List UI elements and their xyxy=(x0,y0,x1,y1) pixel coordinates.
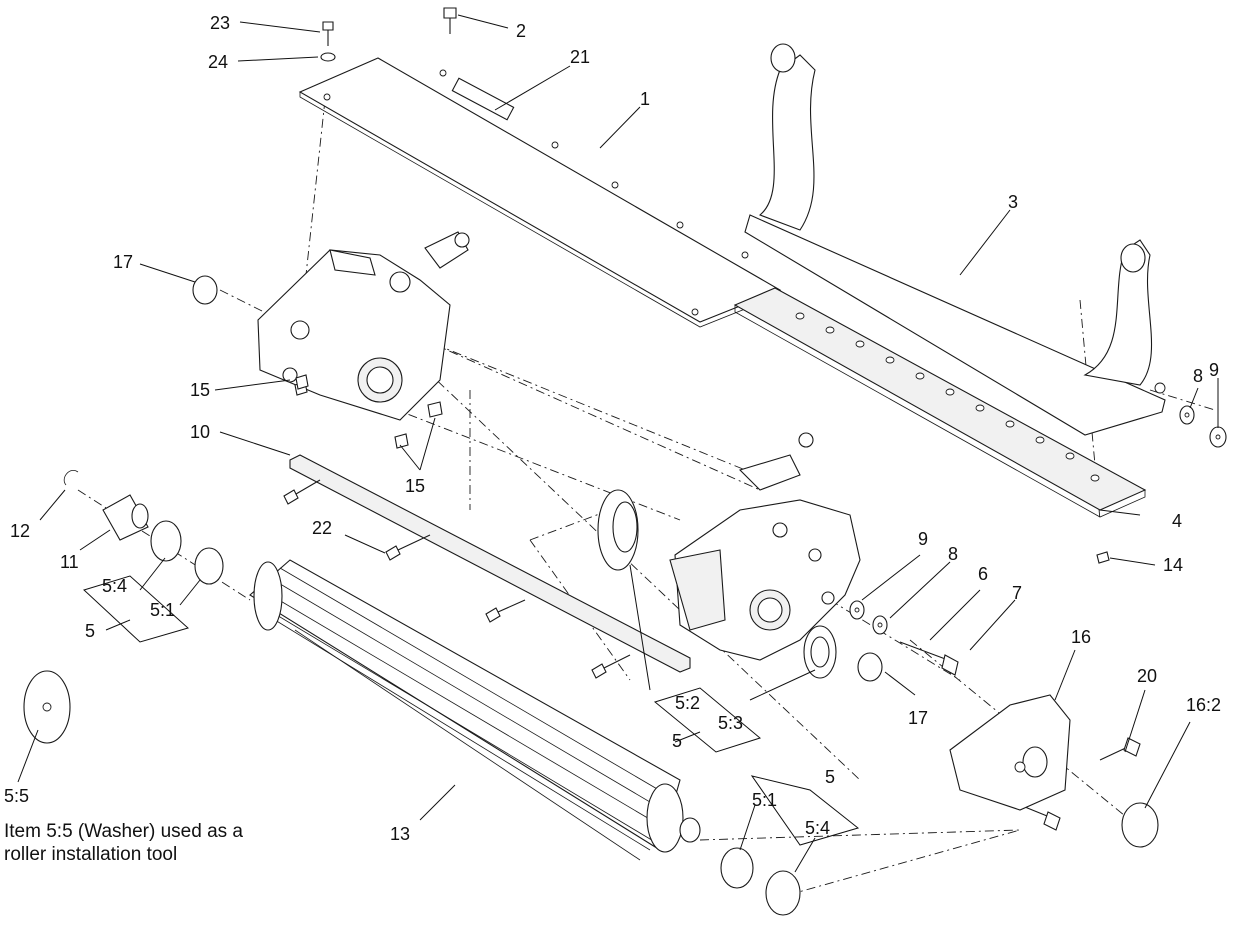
roller-components xyxy=(63,470,1159,916)
callout-7: 7 xyxy=(1012,583,1022,603)
callout-16-2: 16:2 xyxy=(1186,695,1221,715)
callout-11: 11 xyxy=(60,552,79,572)
callout-9-right: 9 xyxy=(918,529,928,549)
callout-5-5: 5:5 xyxy=(4,786,29,806)
installation-note: Item 5:5 (Washer) used as a roller insta… xyxy=(4,820,304,866)
callout-16: 16 xyxy=(1071,627,1091,647)
bedknife xyxy=(289,454,691,673)
callout-10: 10 xyxy=(190,422,210,442)
callout-8-right: 8 xyxy=(948,544,958,564)
left-side-plate xyxy=(257,231,470,421)
leader-lines xyxy=(17,14,1219,873)
note-line-1: Item 5:5 (Washer) used as a xyxy=(4,821,244,842)
callout-20: 20 xyxy=(1137,666,1157,686)
callout-5-mid: 5 xyxy=(672,731,682,751)
right-side-plate xyxy=(669,432,861,661)
callout-15: 15 xyxy=(190,380,210,400)
callout-6: 6 xyxy=(978,564,988,584)
callout-5: 5 xyxy=(85,621,95,641)
washers xyxy=(23,275,1227,744)
callout-15-lower: 15 xyxy=(405,476,425,496)
callout-5-right: 5 xyxy=(825,767,835,787)
callout-4: 4 xyxy=(1172,511,1182,531)
end-cover xyxy=(949,694,1071,811)
callout-12: 12 xyxy=(10,521,30,541)
callout-5-4-right: 5:4 xyxy=(805,818,830,838)
callout-24: 24 xyxy=(208,52,228,72)
callout-17: 17 xyxy=(113,252,133,272)
callout-23: 23 xyxy=(210,13,230,33)
callout-13: 13 xyxy=(390,824,410,844)
reel xyxy=(249,559,701,861)
fasteners xyxy=(283,7,1141,831)
callout-5-2: 5:2 xyxy=(675,693,700,713)
top-shield-plate xyxy=(298,57,782,328)
callout-2: 2 xyxy=(516,21,526,41)
callout-5-3: 5:3 xyxy=(718,713,743,733)
yoke-bracket xyxy=(744,43,1166,436)
callout-9: 9 xyxy=(1209,360,1219,380)
callout-14: 14 xyxy=(1163,555,1183,575)
callout-21: 21 xyxy=(570,47,590,67)
callout-5-4: 5:4 xyxy=(102,576,127,596)
note-line-2: roller installation tool xyxy=(4,844,178,865)
callout-17-right: 17 xyxy=(908,708,928,728)
callout-5-1: 5:1 xyxy=(150,600,175,620)
bedbar xyxy=(733,287,1147,518)
callout-1: 1 xyxy=(640,89,650,109)
callout-labels: 23 2 24 21 1 3 17 15 10 15 12 11 5:4 5:1… xyxy=(4,13,1221,844)
callout-8: 8 xyxy=(1193,366,1203,386)
callout-3: 3 xyxy=(1008,192,1018,212)
callout-5-1-right: 5:1 xyxy=(752,790,777,810)
callout-22: 22 xyxy=(312,518,332,538)
